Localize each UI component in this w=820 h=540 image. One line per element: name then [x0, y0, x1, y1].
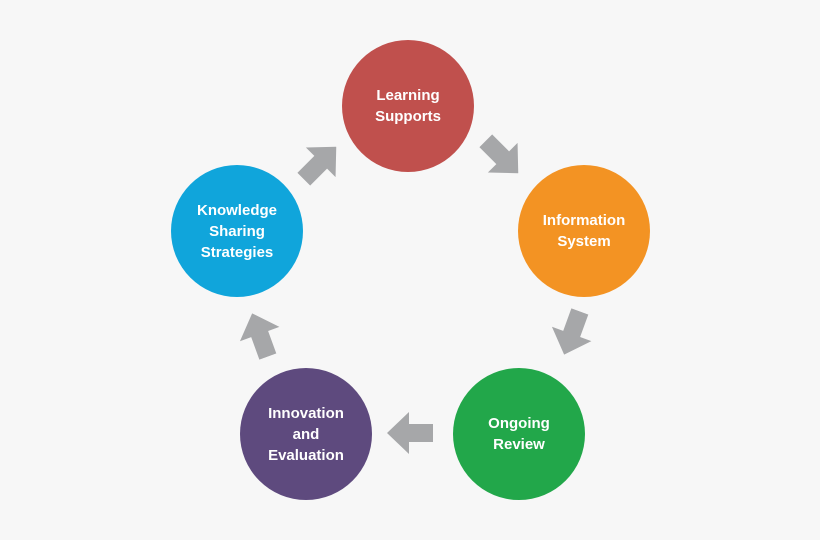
- node-learning-supports: Learning Supports: [342, 40, 474, 172]
- flow-arrow-icon: [231, 306, 290, 365]
- flow-arrow-icon: [469, 124, 534, 189]
- flow-arrow-icon: [287, 130, 352, 195]
- node-label-line: Innovation: [268, 404, 344, 422]
- node-information-system: Information System: [518, 165, 650, 297]
- node-label-line: and: [292, 425, 320, 443]
- node-innovation-and-evaluation: Innovation and Evaluation: [240, 368, 372, 500]
- node-label-line: Review: [493, 436, 545, 453]
- node-label-line: Ongoing: [488, 415, 550, 432]
- node-label-line: Strategies: [200, 243, 274, 261]
- node-label-line: System: [557, 233, 611, 250]
- flow-arrow-icon: [387, 410, 433, 456]
- node-knowledge-sharing-strategies: Knowledge Sharing Strategies: [171, 165, 303, 297]
- node-label-line: Information: [542, 212, 626, 229]
- node-label: Ongoing Review: [488, 413, 550, 455]
- node-ongoing-review: Ongoing Review: [453, 368, 585, 500]
- node-label: Learning Supports: [375, 85, 441, 127]
- flow-arrow-icon: [543, 304, 602, 363]
- node-label-line: Evaluation: [268, 446, 344, 464]
- node-label-line: Knowledge: [196, 201, 277, 219]
- node-label: Information System: [543, 210, 626, 252]
- node-label-line: Learning: [376, 87, 440, 104]
- node-label: Innovation and Evaluation: [268, 403, 344, 466]
- node-label: Knowledge Sharing Strategies: [197, 200, 277, 263]
- node-label-line: Supports: [375, 108, 441, 125]
- node-label-line: Sharing: [209, 222, 265, 240]
